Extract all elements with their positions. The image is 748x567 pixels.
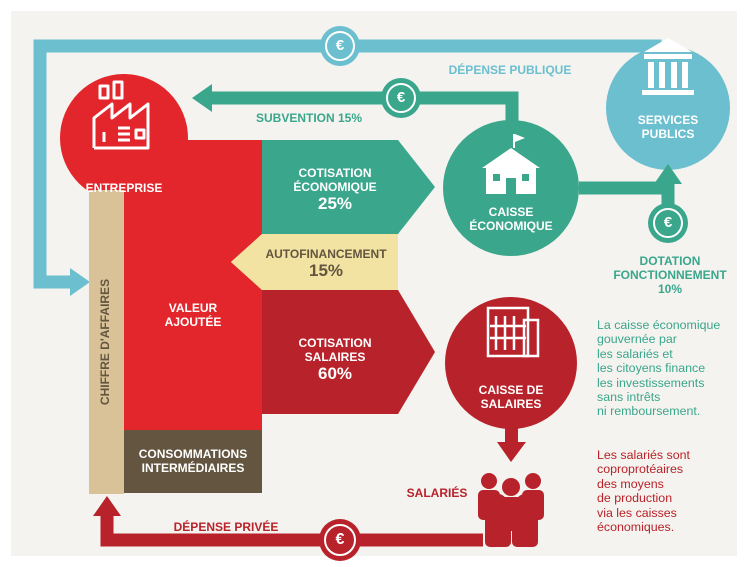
caisse-economique-label: CAISSE ÉCONOMIQUE — [461, 205, 561, 233]
office-building-icon — [486, 306, 540, 358]
services-publics-label: SERVICES PUBLICS — [618, 113, 718, 141]
cotisation-salaires-label: COTISATION SALAIRES 60% — [280, 336, 390, 384]
note-line: sans intrêts — [597, 390, 661, 405]
autofinancement-value: 15% — [308, 261, 344, 280]
chiffre-affaires-column — [89, 190, 124, 494]
services-publics-line: SERVICES — [637, 113, 699, 127]
note-line: ni remboursement. — [597, 404, 701, 419]
euro-icon — [320, 26, 360, 66]
valeur-ajoutee-label: VALEUR AJOUTÉE — [143, 301, 243, 329]
consommations-line: INTERMÉDIAIRES — [141, 461, 245, 475]
autofinancement-label: AUTOFINANCEMENT 15% — [256, 247, 396, 281]
euro-symbol: € — [396, 89, 406, 106]
cotisation-salaires-value: 60% — [317, 364, 353, 383]
factory-icon — [92, 80, 150, 150]
services-publics-circle — [606, 46, 730, 170]
note-line: de production — [597, 491, 673, 506]
people-group-icon — [478, 473, 544, 547]
euro-icon — [648, 203, 688, 243]
valeur-ajoutee-line: AJOUTÉE — [164, 315, 222, 329]
note-line: coproprotéaires — [597, 462, 684, 477]
cotisation-economique-value: 25% — [317, 194, 353, 213]
cotisation-economique-block — [262, 140, 435, 234]
autofinancement-line: AUTOFINANCEMENT — [265, 247, 387, 261]
caisse-salaires-circle — [445, 297, 577, 429]
chiffre-affaires-label: CHIFFRE D'AFFAIRES — [98, 278, 112, 406]
consommations-line: CONSOMMATIONS — [138, 447, 248, 461]
note-line: les investissements — [597, 375, 705, 390]
euro-icon — [319, 519, 361, 561]
dotation-line: DOTATION — [639, 254, 701, 268]
euro-icon — [381, 78, 421, 118]
note-line: gouvernée par — [597, 332, 677, 347]
euro-symbol: € — [335, 531, 345, 548]
caisse-salaires-line: CAISSE DE — [478, 383, 544, 397]
public-building-icon — [642, 38, 694, 95]
cotisation-economique-line: ÉCONOMIQUE — [293, 180, 377, 194]
subvention-label: SUBVENTION 15% — [255, 111, 363, 125]
depense-privee-arrow — [93, 496, 483, 547]
euro-symbol: € — [663, 214, 673, 231]
euro-symbol: € — [335, 37, 345, 54]
note-line: les citoyens finance — [597, 361, 706, 376]
salaires-arrow — [497, 428, 526, 462]
depense-privee-label: DÉPENSE PRIVÉE — [173, 520, 279, 534]
caisse-economique-line: CAISSE — [488, 205, 534, 219]
caisse-salaires-line: SALAIRES — [480, 397, 542, 411]
red-note: Les salariés sont coproprotéaires des mo… — [597, 448, 690, 534]
autofinancement-block — [231, 234, 398, 290]
cotisation-salaires-line: SALAIRES — [304, 350, 366, 364]
note-line: des moyens — [597, 476, 664, 491]
cotisation-economique-label: COTISATION ÉCONOMIQUE 25% — [280, 166, 390, 214]
services-publics-line: PUBLICS — [641, 127, 695, 141]
valeur-ajoutee-line: VALEUR — [168, 301, 218, 315]
salaries-label: SALARIÉS — [406, 486, 468, 500]
caisse-economique-line: ÉCONOMIQUE — [469, 219, 553, 233]
dotation-label: DOTATION FONCTIONNEMENT 10% — [610, 254, 730, 296]
note-line: économiques. — [597, 520, 675, 535]
valeur-ajoutee-block — [124, 140, 262, 435]
house-flag-icon — [482, 134, 540, 194]
cotisation-economique-line: COTISATION — [298, 166, 372, 180]
entreprise-label: ENTREPRISE — [85, 181, 163, 195]
teal-note: La caisse économique gouvernée par les s… — [597, 318, 720, 419]
note-line: La caisse économique — [597, 318, 721, 332]
dotation-line: FONCTIONNEMENT — [613, 268, 727, 282]
dotation-arrow — [579, 164, 682, 204]
entreprise-circle — [60, 74, 188, 202]
cotisation-salaires-block — [262, 290, 435, 414]
note-line: via les caisses — [597, 505, 677, 520]
note-line: Les salariés sont — [597, 448, 690, 462]
consommations-block — [124, 430, 262, 493]
depense-publique-label: DÉPENSE PUBLIQUE — [448, 63, 572, 77]
consommations-label: CONSOMMATIONS INTERMÉDIAIRES — [128, 447, 258, 475]
cotisation-salaires-line: COTISATION — [298, 336, 372, 350]
dotation-line: 10% — [657, 282, 683, 296]
caisse-salaires-label: CAISSE DE SALAIRES — [461, 383, 561, 411]
note-line: les salariés et — [597, 346, 673, 361]
